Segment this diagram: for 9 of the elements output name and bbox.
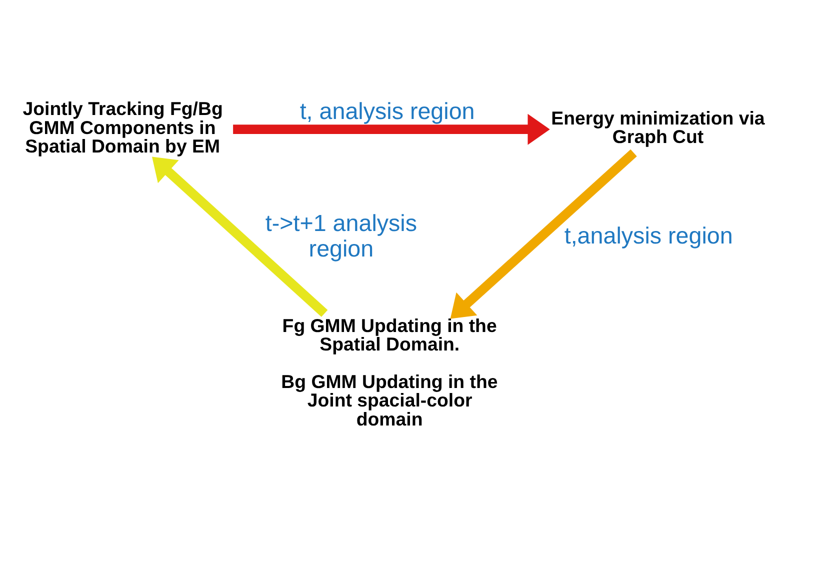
node-text: Energy minimization via Graph Cut (551, 107, 765, 148)
arrow (152, 156, 328, 317)
node-text: Jointly Tracking Fg/Bg GMM Components in Spatial Domain by EM (22, 98, 223, 156)
arrow (450, 149, 637, 319)
node-text: Fg GMM Updating in the Spatial Domain. Bg GMM Updating in the Joint spacial-color domain (281, 315, 498, 430)
edge-label: t,analysis region (564, 222, 733, 249)
arrow (233, 114, 550, 145)
edge-label: t, analysis region (300, 98, 475, 124)
edge-label: t->t+1 analysis region (265, 210, 418, 262)
